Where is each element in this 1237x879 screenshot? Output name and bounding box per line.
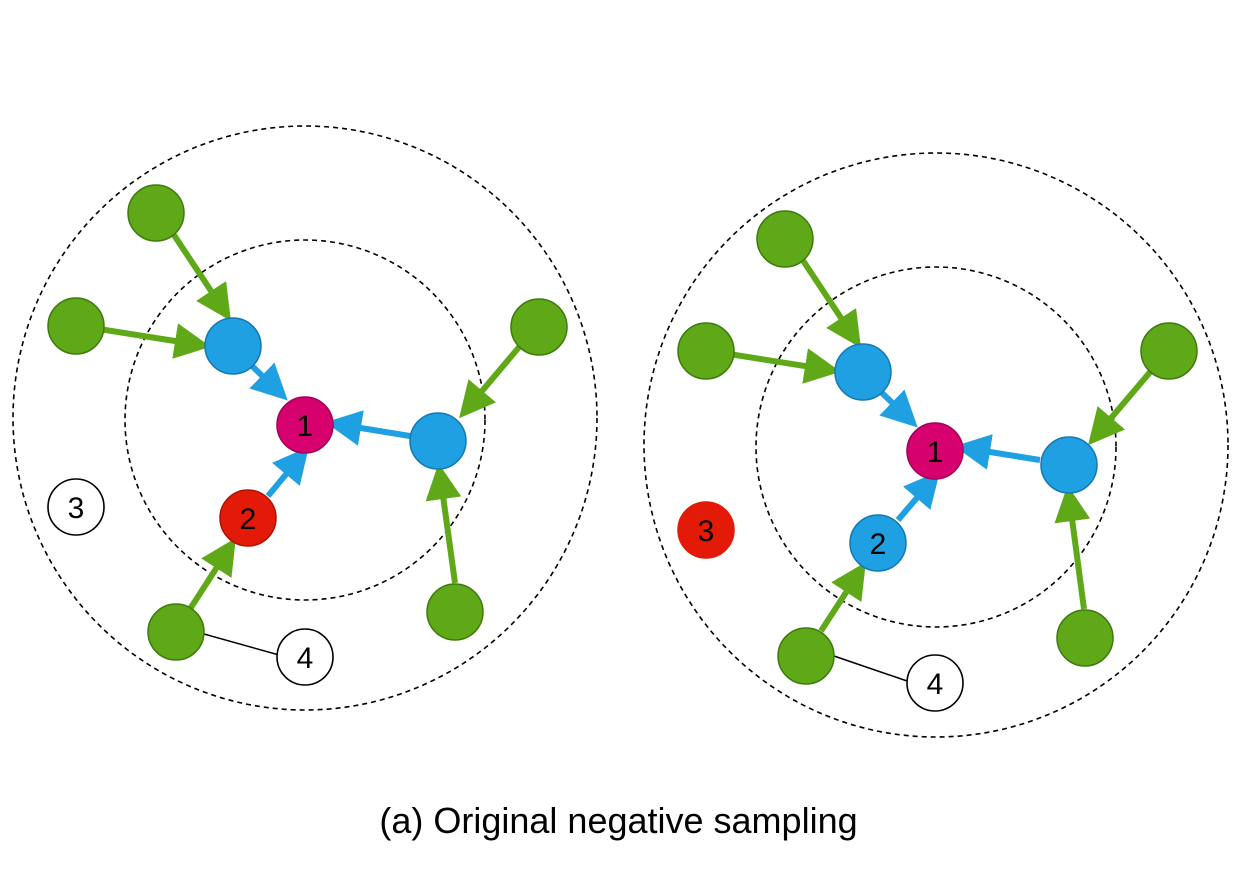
left-edge-green-d (425, 463, 462, 584)
left-first-order-node-b (409, 412, 467, 470)
right-outer-ring (643, 152, 1229, 738)
right-edge-green-b (728, 348, 841, 384)
left-inner-ring (124, 239, 486, 601)
right-edge-green-c (1088, 369, 1154, 446)
left-target-node (276, 396, 334, 454)
left-unsampled-node-3 (47, 478, 105, 536)
right-second-order-node-b (677, 322, 735, 380)
left-negative-node-label: 2 (240, 503, 257, 536)
right-inner-ring (755, 266, 1117, 628)
right-edge-green-e (818, 561, 866, 633)
left-second-order-node-a (127, 184, 185, 242)
right-edge-blue-b (954, 434, 1041, 470)
right-first-order-node-2 (849, 514, 907, 572)
left-unsampled-node-3-label: 3 (68, 492, 85, 525)
left-edge-green-b (98, 323, 211, 359)
right-negative-node-3-label: 3 (698, 515, 715, 548)
right-edge-blue-c (895, 470, 941, 522)
right-first-order-node-b (1040, 436, 1098, 494)
left-edge-green-c (459, 344, 523, 419)
right-second-order-node-e (777, 627, 835, 685)
right-target-node-label: 1 (927, 436, 944, 469)
right-edge-blue-a (877, 388, 918, 428)
right-edge-plain (833, 655, 911, 683)
left-outer-ring (12, 125, 598, 711)
right-second-order-node-c (1140, 322, 1198, 380)
left-negative-node (219, 489, 277, 547)
right-edge-green-d (1054, 485, 1091, 610)
left-edge-blue-c (265, 446, 309, 498)
right-unsampled-node-4-label: 4 (927, 668, 944, 701)
right-first-order-node-2-label: 2 (870, 528, 887, 561)
left-first-order-node-a (204, 317, 262, 375)
left-edge-green-a (167, 227, 231, 322)
left-graph: 1 2 3 4 (12, 125, 598, 711)
left-second-order-node-b (47, 297, 105, 355)
left-edge-green-e (187, 537, 236, 611)
left-second-order-node-d (426, 583, 484, 641)
left-target-node-label: 1 (297, 410, 314, 443)
right-edge-green-a (797, 254, 861, 349)
left-second-order-node-e (147, 603, 205, 661)
right-second-order-node-d (1056, 609, 1114, 667)
right-target-node (906, 422, 964, 480)
right-first-order-node-a (834, 343, 892, 401)
right-second-order-node-a (756, 210, 814, 268)
left-edge-plain (203, 633, 280, 656)
left-unsampled-node-4-label: 4 (297, 642, 314, 675)
left-second-order-node-c (510, 298, 568, 356)
right-graph: 1 2 3 4 (643, 152, 1229, 738)
left-unsampled-node-4 (276, 628, 334, 686)
right-negative-node-3 (677, 501, 735, 559)
left-edge-blue-b (325, 410, 411, 446)
left-edge-blue-a (247, 361, 288, 401)
right-unsampled-node-4 (906, 654, 964, 712)
figure-caption: (a) Original negative sampling (379, 800, 858, 841)
